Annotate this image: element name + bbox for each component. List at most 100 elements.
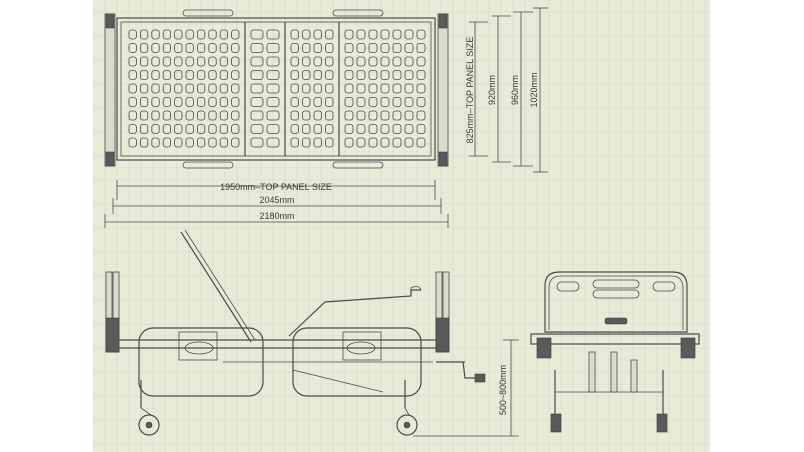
panel-slot xyxy=(380,97,390,107)
panel-slot xyxy=(151,70,160,80)
panel-slot xyxy=(231,97,240,107)
handle-slot-top-2 xyxy=(592,289,640,299)
panel-slot xyxy=(185,83,194,94)
panel-slot xyxy=(404,110,414,121)
panel-slot xyxy=(208,97,217,107)
panel-slot xyxy=(392,70,402,80)
rail-bottom-right xyxy=(332,161,384,169)
panel-slot xyxy=(290,137,299,148)
panel-slot xyxy=(313,56,322,67)
panel-slot xyxy=(140,70,149,80)
panel-slot xyxy=(140,29,149,40)
crank-knob xyxy=(474,373,486,383)
mechanism-right xyxy=(342,331,382,361)
panel-slot xyxy=(392,83,402,94)
panel-slot xyxy=(302,43,311,53)
panel-slot xyxy=(140,137,149,148)
panel-slot xyxy=(128,137,137,148)
foot-hook xyxy=(410,286,422,296)
panel-slot xyxy=(140,83,149,94)
panel-slot xyxy=(356,43,366,53)
panel-slot xyxy=(313,124,322,134)
panel-slot xyxy=(368,43,378,53)
panel-slot xyxy=(302,56,311,67)
panel-slot xyxy=(356,97,366,107)
panel-slot xyxy=(325,56,334,67)
panel-slot xyxy=(231,43,240,53)
panel-slot xyxy=(380,70,390,80)
panel-slot xyxy=(162,97,171,107)
panel-slot xyxy=(380,137,390,148)
panel-slot xyxy=(219,97,228,107)
top-view xyxy=(104,9,449,169)
panel-slot xyxy=(250,110,264,121)
panel-slot xyxy=(250,29,264,40)
panel-slot xyxy=(404,124,414,134)
panel-slot xyxy=(356,29,366,40)
end-headboard-inner xyxy=(548,275,684,330)
panel-slot xyxy=(197,83,206,94)
panel-slot xyxy=(231,70,240,80)
panel-slot xyxy=(208,124,217,134)
panel-slot xyxy=(197,97,206,107)
panel-slot xyxy=(208,56,217,67)
panel-slot xyxy=(266,124,280,134)
rail-holder-left xyxy=(536,337,552,359)
panel-slot xyxy=(313,29,322,40)
panel-slot xyxy=(197,70,206,80)
panel-slot xyxy=(174,83,183,94)
panel-slot xyxy=(416,43,426,53)
caster-left-hub xyxy=(145,421,153,429)
panel-slot xyxy=(250,70,264,80)
panel-slot xyxy=(231,29,240,40)
dim-label-1950: 1950mm–TOP PANEL SIZE xyxy=(220,182,332,192)
panel-slot xyxy=(197,137,206,148)
panel-slot xyxy=(208,137,217,148)
panel-slot xyxy=(162,137,171,148)
panel-slot xyxy=(162,83,171,94)
panel-slot xyxy=(344,83,354,94)
head-board-top xyxy=(104,13,116,167)
panel-slot xyxy=(174,97,183,107)
panel-slot xyxy=(344,43,354,53)
panel-slot xyxy=(128,70,137,80)
panel-slot xyxy=(219,110,228,121)
panel-slot xyxy=(416,70,426,80)
panel-slot xyxy=(266,137,280,148)
panel-slot xyxy=(325,137,334,148)
panel-slot xyxy=(185,137,194,148)
panel-slot xyxy=(325,110,334,121)
panel-slot xyxy=(356,124,366,134)
handle-slot-left xyxy=(556,281,580,292)
panel-slot xyxy=(250,137,264,148)
panel-slot xyxy=(185,124,194,134)
panel-slot xyxy=(302,137,311,148)
panel-slot xyxy=(380,83,390,94)
panel-slot xyxy=(416,97,426,107)
panel-slot xyxy=(392,110,402,121)
foot-board-corner-bottom xyxy=(438,151,448,167)
end-frame xyxy=(530,333,700,345)
panel-slot xyxy=(356,83,366,94)
bed-frame xyxy=(116,17,436,161)
panel-slot xyxy=(250,97,264,107)
panel-slot xyxy=(208,83,217,94)
panel-slot xyxy=(219,137,228,148)
panel-slot xyxy=(313,137,322,148)
panel-slot xyxy=(266,83,280,94)
panel-slot xyxy=(174,43,183,53)
panel-slot xyxy=(185,43,194,53)
back-rest-bar xyxy=(180,231,252,343)
panel-slot xyxy=(344,124,354,134)
panel-slot xyxy=(151,97,160,107)
panel-slot xyxy=(185,70,194,80)
panel-slot xyxy=(197,43,206,53)
panel-slot xyxy=(290,83,299,94)
panel-slot xyxy=(128,83,137,94)
back-panel-slots xyxy=(128,29,240,148)
panel-slot xyxy=(140,124,149,134)
panel-slot xyxy=(368,29,378,40)
brace-diagonal xyxy=(292,369,384,393)
side-head-block xyxy=(105,317,120,353)
panel-slot xyxy=(344,29,354,40)
